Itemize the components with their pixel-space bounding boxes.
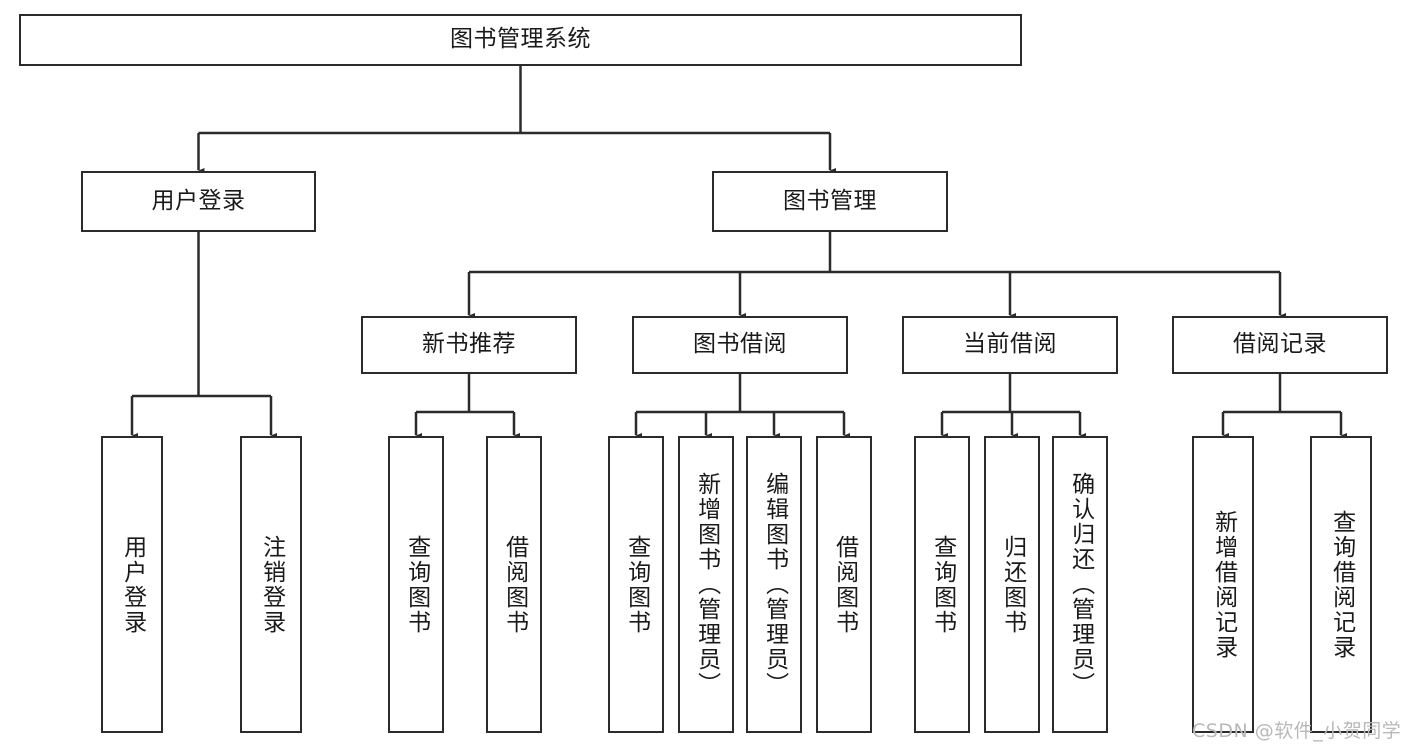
watermark-text: CSDN @软件_小贺同学 xyxy=(1192,720,1402,742)
node-l5[interactable]: 查询图书 xyxy=(608,436,664,733)
node-label: 注销登录 xyxy=(258,534,285,635)
node-label: 查询图书 xyxy=(403,534,430,635)
node-label: 查询图书 xyxy=(929,534,956,635)
node-l6[interactable]: 新增图书（管理员） xyxy=(678,436,734,733)
node-label: 新书推荐 xyxy=(422,331,516,358)
node-label: 当前借阅 xyxy=(963,331,1057,358)
node-l13[interactable]: 查询借阅记录 xyxy=(1310,436,1372,733)
node-n3b[interactable]: 图书借阅 xyxy=(632,316,848,374)
node-l10[interactable]: 归还图书 xyxy=(984,436,1040,733)
node-n2b[interactable]: 图书管理 xyxy=(712,171,948,232)
node-label: 查询借阅记录 xyxy=(1328,509,1355,660)
node-label: 新增借阅记录 xyxy=(1210,509,1237,660)
edges xyxy=(126,66,1347,443)
node-l11[interactable]: 确认归还（管理员） xyxy=(1052,436,1108,733)
node-label: 借阅图书 xyxy=(831,534,858,635)
node-l3[interactable]: 查询图书 xyxy=(388,436,444,733)
node-label: 借阅记录 xyxy=(1233,331,1327,358)
node-n2a[interactable]: 用户登录 xyxy=(81,171,316,232)
node-label: 确认归还（管理员） xyxy=(1067,472,1094,697)
node-label: 图书借阅 xyxy=(693,331,787,358)
node-n3a[interactable]: 新书推荐 xyxy=(361,316,577,374)
node-label: 归还图书 xyxy=(999,534,1026,635)
node-l2[interactable]: 注销登录 xyxy=(240,436,302,733)
node-label: 新增图书（管理员） xyxy=(693,472,720,697)
node-l7[interactable]: 编辑图书（管理员） xyxy=(746,436,802,733)
node-label: 用户登录 xyxy=(151,187,246,214)
node-label: 图书管理 xyxy=(783,187,877,214)
node-label: 借阅图书 xyxy=(501,534,528,635)
node-root[interactable]: 图书管理系统 xyxy=(19,14,1022,66)
node-l12[interactable]: 新增借阅记录 xyxy=(1192,436,1254,733)
node-label: 图书管理系统 xyxy=(450,26,591,53)
node-l4[interactable]: 借阅图书 xyxy=(486,436,542,733)
node-l9[interactable]: 查询图书 xyxy=(914,436,970,733)
node-label: 编辑图书（管理员） xyxy=(761,472,788,697)
node-label: 查询图书 xyxy=(623,534,650,635)
node-n3c[interactable]: 当前借阅 xyxy=(902,316,1118,374)
node-label: 用户登录 xyxy=(119,534,146,635)
node-n3d[interactable]: 借阅记录 xyxy=(1172,316,1388,374)
node-l1[interactable]: 用户登录 xyxy=(101,436,163,733)
node-l8[interactable]: 借阅图书 xyxy=(816,436,872,733)
